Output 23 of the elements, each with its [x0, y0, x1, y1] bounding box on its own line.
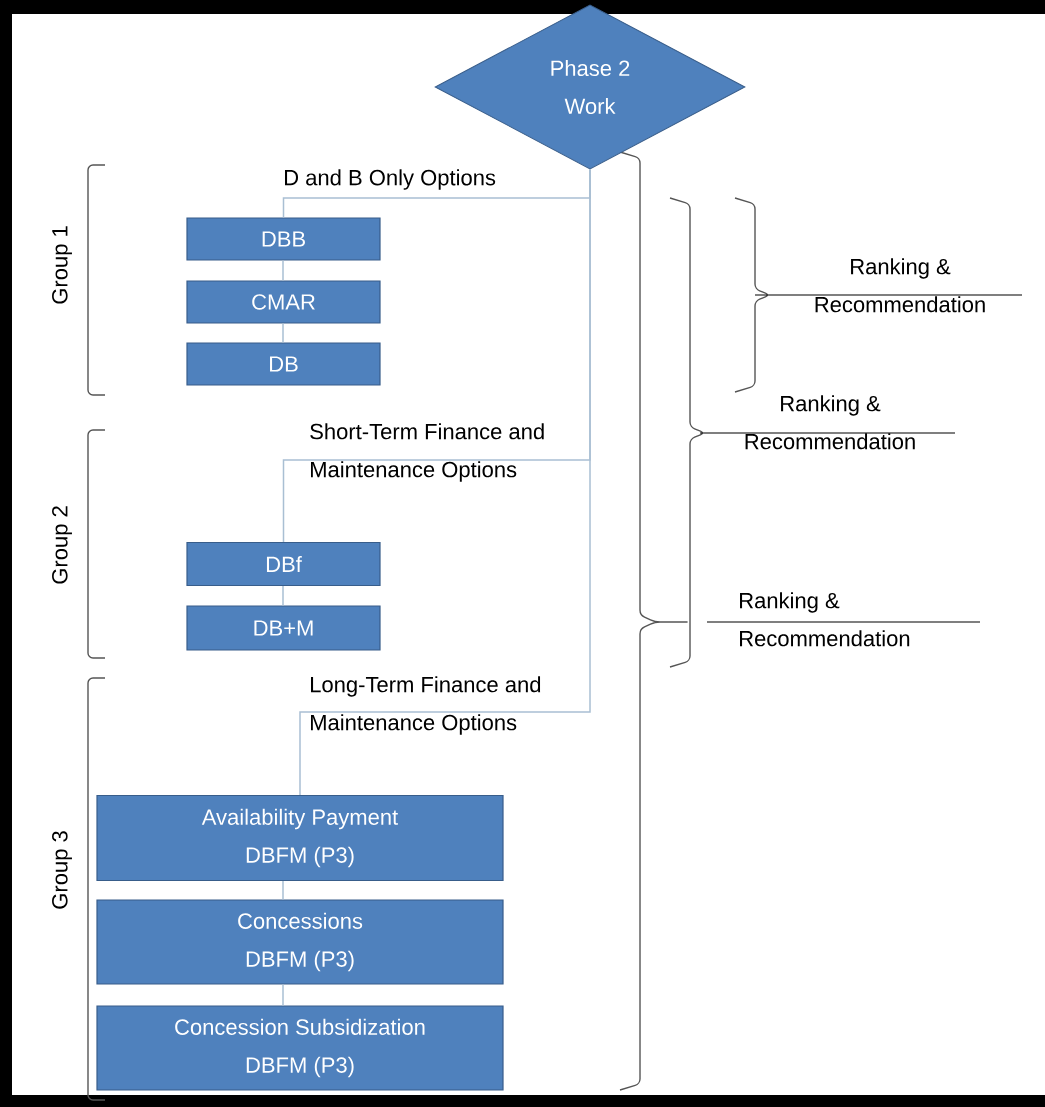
underlined-label: Ranking & Recommendation [699, 395, 956, 450]
connector [282, 983, 284, 1007]
edge-label: Long-Term Finance and Maintenance Options [311, 676, 541, 735]
group-label: Group 1 [52, 226, 72, 304]
process-box: DB [186, 342, 381, 386]
edge-label: Short-Term Finance and Maintenance Options [310, 423, 544, 482]
group-label: Group 3 [52, 831, 72, 909]
process-box: DBB [186, 217, 381, 261]
connector [282, 880, 284, 901]
connector [282, 322, 284, 344]
process-box: DB+M [186, 605, 381, 651]
underlined-label: Ranking & Recommendation [754, 258, 1023, 313]
connector [282, 259, 284, 282]
process-box: Concessions DBFM (P3) [96, 899, 504, 985]
group-label: Group 2 [52, 506, 72, 584]
edge-label: D and B Only Options [285, 169, 496, 190]
process-box: Concession Subsidization DBFM (P3) [96, 1005, 504, 1091]
connector [282, 585, 284, 607]
process-box: DBf [186, 541, 381, 587]
process-box: CMAR [186, 280, 381, 324]
underlined-label: Ranking & Recommendation [706, 592, 981, 647]
process-box: Availability Payment DBFM (P3) [96, 794, 504, 882]
connector [299, 168, 591, 796]
